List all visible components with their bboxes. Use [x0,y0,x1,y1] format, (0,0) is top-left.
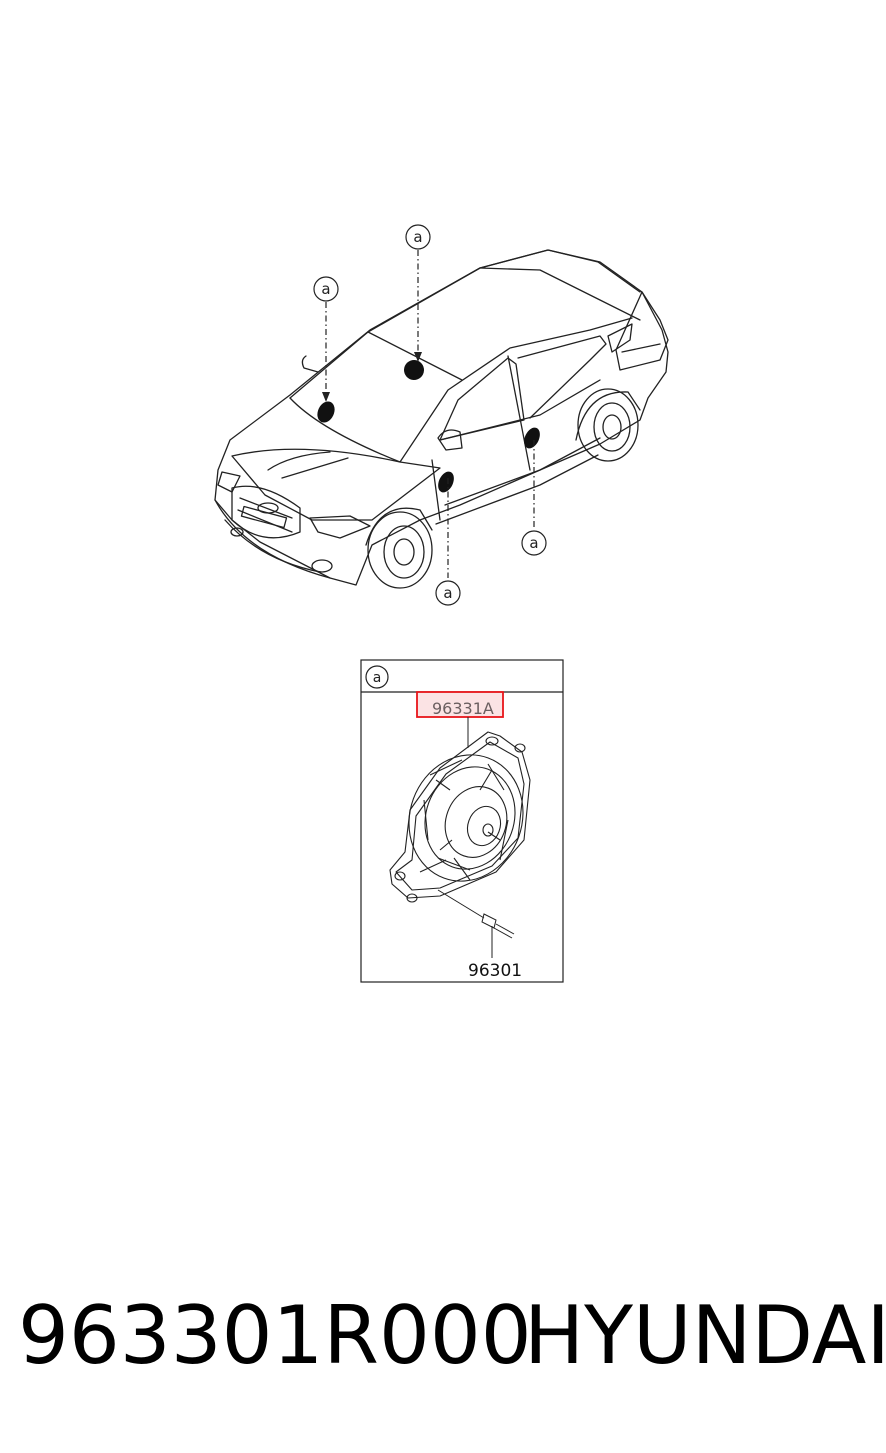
callout-circle: a [405,224,431,250]
speaker-icon [389,731,531,903]
inset-header-label: a [373,670,382,686]
speaker-blob-front-door [438,471,454,493]
speaker-part-label: 96331A [432,699,494,718]
connector-part-label: 96301 [468,961,522,981]
callout-label: a [321,280,330,298]
brand-name: HYUNDAI [524,1289,886,1382]
leader-lines [325,250,535,578]
callout-circle: a [313,276,339,302]
part-highlight-box [416,691,504,718]
callout-label: a [529,534,538,552]
callout-label: a [413,228,422,246]
parts-diagram: a a a a a 96331A [214,224,669,983]
speaker-blob-rear-door [524,427,540,449]
callout-label: a [443,584,452,602]
speaker-blob-roof [404,360,424,380]
leader-arrowheads [322,352,422,402]
speaker-location-markers [317,360,540,493]
detail-inset: a 96331A [360,659,564,983]
callout-circle: a [435,580,461,606]
part-number: 963301R000 [18,1289,532,1382]
car-illustration [214,249,669,589]
connector-icon [437,889,515,958]
speaker-blob-front-windshield [317,401,335,423]
callout-circle: a [521,530,547,556]
